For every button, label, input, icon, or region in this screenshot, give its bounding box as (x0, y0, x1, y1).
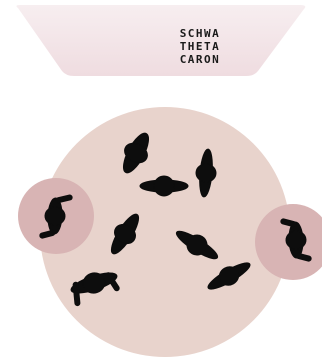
scene (0, 0, 322, 359)
illustration-stage: SCHWA THETA CARON (0, 0, 322, 359)
